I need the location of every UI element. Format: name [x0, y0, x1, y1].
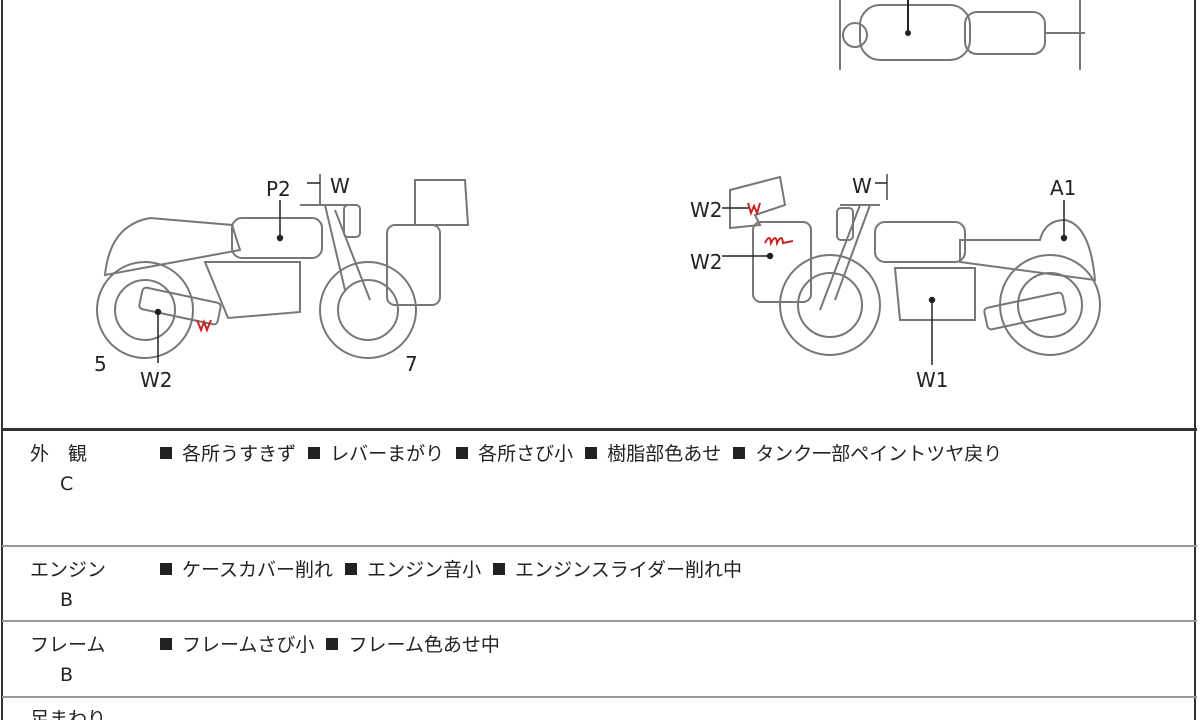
item-list: フレームさび小 フレーム色あせ中: [160, 630, 506, 657]
category-label: エンジン: [30, 559, 107, 581]
item: フレームさび小: [182, 634, 315, 656]
label-a1: A1: [1050, 176, 1077, 200]
left-side-motorcycle: [96, 174, 470, 359]
motorcycle-diagram: [96, 0, 1101, 365]
top-view-motorcycle: [839, 0, 1085, 70]
divider: [2, 428, 1197, 431]
label-w1: W1: [916, 368, 949, 392]
leader-lines: [154, 182, 1068, 365]
label-p2: P2: [266, 177, 291, 201]
item-list: 各所うすきず レバーまがり 各所さび小 樹脂部色あせ タンク一部ペイントツヤ戻り: [160, 439, 1008, 466]
category-label: 外 観: [30, 443, 88, 465]
item: レバーまがり: [330, 443, 445, 465]
label-w2-muffler: W2: [140, 368, 173, 392]
label-w2-case: W2: [690, 250, 723, 274]
item: タンク一部ペイントツヤ戻り: [755, 443, 1003, 465]
item: エンジンスライダー削れ中: [515, 559, 743, 581]
category-label: フレーム: [30, 634, 106, 656]
right-side-motorcycle: [729, 174, 1101, 356]
item: 各所さび小: [478, 443, 574, 465]
divider: [2, 545, 1197, 547]
divider: [2, 620, 1197, 622]
label-w-lever-right: W: [852, 174, 872, 198]
item: 樹脂部色あせ: [607, 443, 722, 465]
label-w2-top: W2: [690, 198, 723, 222]
category-label: 足まわり: [30, 708, 107, 720]
item: 各所うすきず: [182, 443, 297, 465]
grade: C: [60, 473, 74, 495]
grade: B: [60, 664, 74, 686]
item: フレーム色あせ中: [348, 634, 500, 656]
label-7: 7: [405, 352, 418, 376]
label-5: 5: [94, 352, 107, 376]
item-list: ケースカバー削れ エンジン音小 エンジンスライダー削れ中: [160, 555, 748, 582]
grade: B: [60, 589, 74, 611]
item: エンジン音小: [367, 559, 482, 581]
damage-marks: [196, 202, 794, 333]
divider: [2, 696, 1197, 698]
label-w-lever-left: W: [330, 174, 350, 198]
item: ケースカバー削れ: [182, 559, 334, 581]
